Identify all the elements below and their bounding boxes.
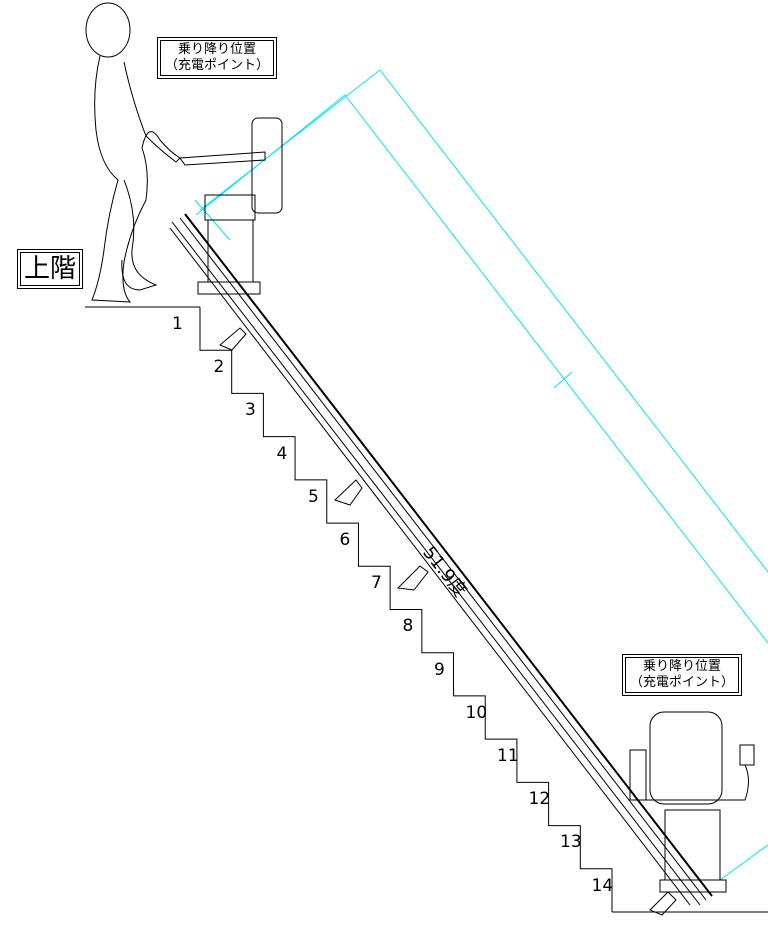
step-number: 4 xyxy=(276,443,288,464)
step-number: 2 xyxy=(213,357,225,378)
step-number: 13 xyxy=(560,832,582,853)
step-number: 11 xyxy=(497,746,519,766)
step-number: 3 xyxy=(245,400,256,421)
step-number: 9 xyxy=(434,659,445,680)
step-number: 10 xyxy=(465,702,488,723)
bottom-station-label-line2: （充電ポイント） xyxy=(630,675,735,690)
step-number: 7 xyxy=(371,573,382,594)
person-figure xyxy=(85,2,181,303)
step-number: 5 xyxy=(308,486,319,507)
chair-bottom xyxy=(629,711,755,893)
step-number: 12 xyxy=(528,789,551,810)
bottom-station-label-line1: 乗り降り位置 xyxy=(643,659,722,674)
stair-steps xyxy=(199,307,613,912)
brackets xyxy=(219,327,677,916)
step-number: 8 xyxy=(402,616,414,637)
dimension-lines xyxy=(194,69,768,881)
step-number: 1 xyxy=(172,314,183,334)
bottom-station-label: 乗り降り位置 （充電ポイント） xyxy=(621,654,743,696)
step-number: 14 xyxy=(591,875,614,896)
top-station-label-line1: 乗り降り位置 xyxy=(178,42,257,57)
rail xyxy=(169,213,713,906)
top-station-label-line2: （充電ポイント） xyxy=(165,58,270,73)
chair-top xyxy=(179,117,283,295)
floors xyxy=(85,306,768,913)
top-station-label: 乗り降り位置 （充電ポイント） xyxy=(156,37,278,79)
step-number: 6 xyxy=(339,530,351,550)
stair-profile xyxy=(199,307,613,912)
upper-floor-label: 上階 xyxy=(16,249,84,289)
